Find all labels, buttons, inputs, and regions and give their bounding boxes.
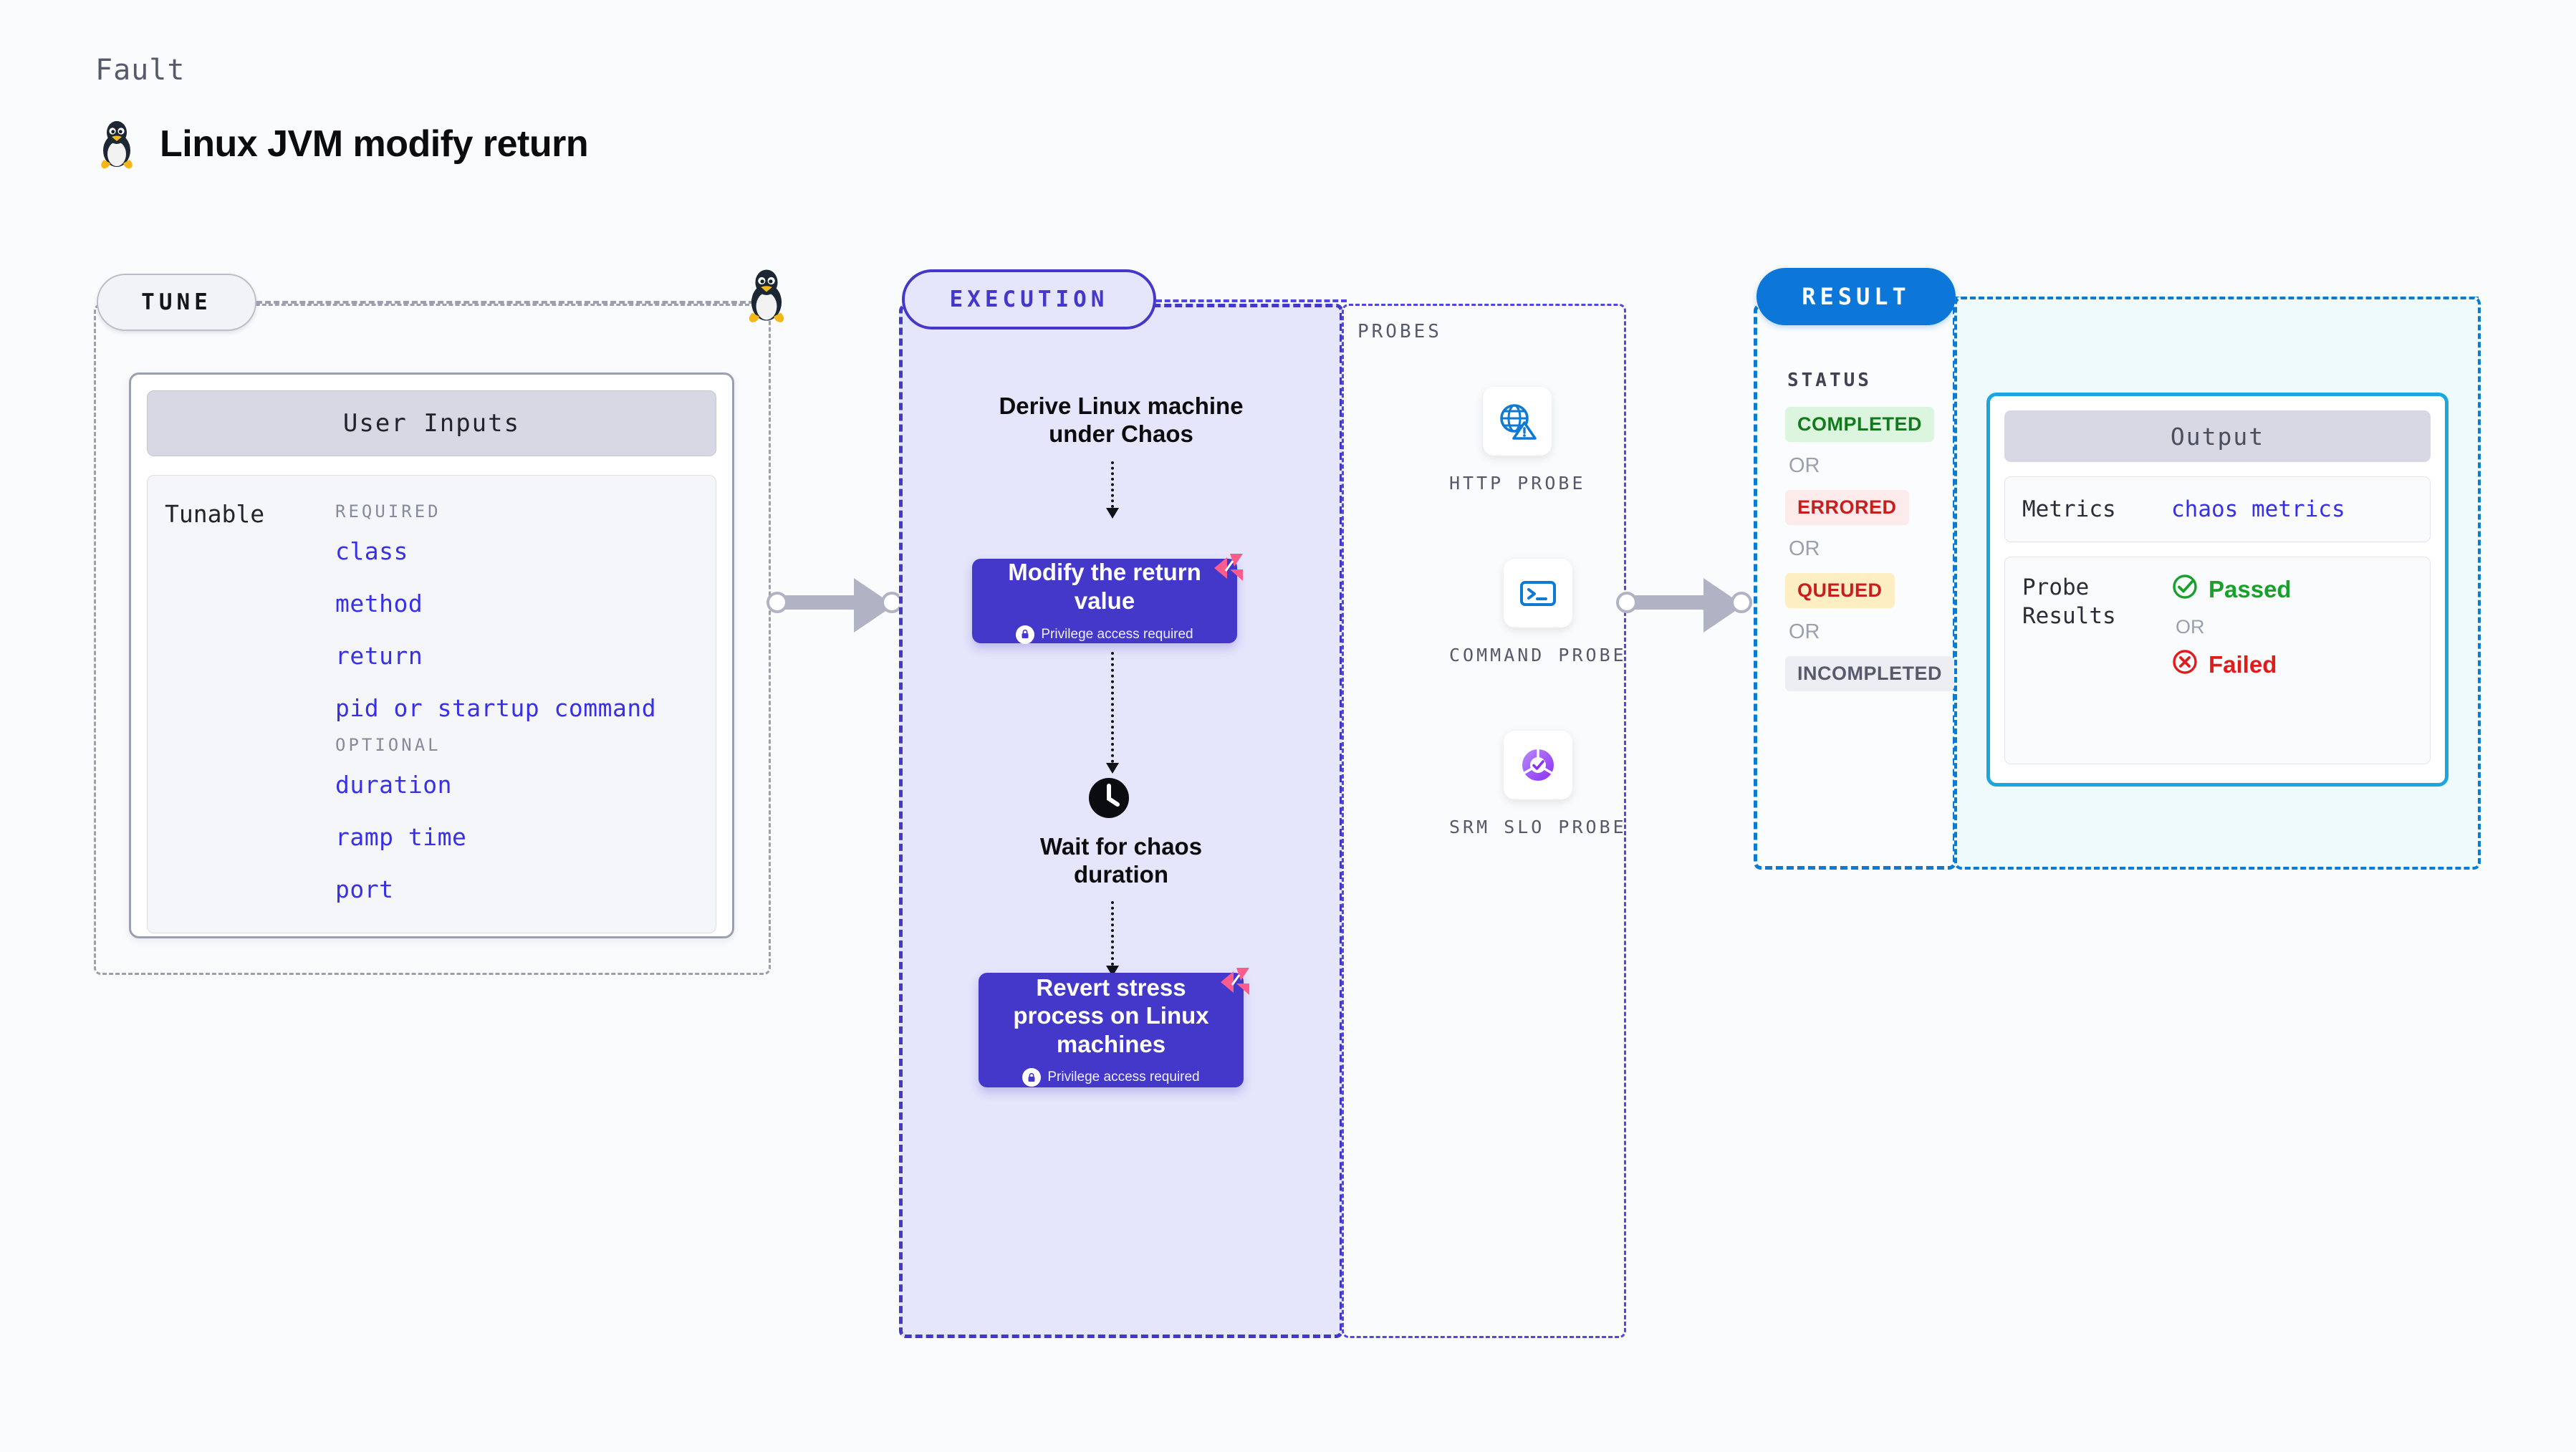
connector-tune-to-execution (766, 573, 903, 638)
terminal-icon (1503, 559, 1572, 628)
status-or-label: OR (1789, 537, 1820, 560)
output-metrics-value[interactable]: chaos metrics (2171, 496, 2345, 522)
user-inputs-header: User Inputs (147, 390, 716, 456)
tunable-row-label: Tunable (165, 500, 265, 528)
output-probe-results-row: Probe Results Passed OR (2004, 557, 2431, 764)
status-list: COMPLETED OR ERRORED OR QUEUED OR INCOMP… (1785, 407, 1955, 691)
probe-label: COMMAND PROBE (1449, 645, 1627, 665)
execution-card-revert-stress[interactable]: Revert stress process on Linux machines … (979, 968, 1249, 1087)
probe-result-passed: Passed (2171, 573, 2292, 606)
execution-step-derive-label: Derive Linux machine under Chaos (999, 393, 1244, 447)
execution-pill-connector (1156, 299, 1347, 302)
privilege-badge: Privilege access required (1022, 1068, 1200, 1087)
tunable-item[interactable]: return (335, 642, 423, 670)
tunable-item[interactable]: ramp time (335, 823, 467, 851)
privilege-badge-label: Privilege access required (1047, 1069, 1200, 1085)
execution-panel (899, 304, 1343, 1338)
status-badge: INCOMPLETED (1785, 656, 1955, 691)
privilege-badge-label: Privilege access required (1041, 626, 1193, 642)
globe-warning-icon (1483, 387, 1552, 456)
probe-result-passed-label: Passed (2209, 576, 2292, 602)
linux-tux-icon (95, 118, 138, 170)
tunable-item[interactable]: method (335, 590, 423, 617)
tunable-group-optional-title: OPTIONAL (335, 735, 441, 755)
tunable-item[interactable]: duration (335, 771, 452, 799)
litmus-logo-icon (1208, 547, 1247, 588)
page-title: Linux JVM modify return (160, 123, 589, 165)
tunable-group-required-title: REQUIRED (335, 501, 441, 521)
output-metrics-key: Metrics (2022, 496, 2116, 522)
lock-icon (1022, 1068, 1042, 1087)
execution-card-title: Modify the return value (1008, 559, 1201, 614)
tunable-item[interactable]: class (335, 537, 408, 565)
connector-endpoint-dot (1616, 592, 1638, 613)
litmus-logo-icon (1215, 961, 1254, 1002)
flow-arrow (1106, 652, 1119, 774)
output-probe-results-key: Probe Results (2022, 574, 2116, 630)
fault-eyebrow-label: Fault (95, 54, 186, 87)
result-pill-label: RESULT (1802, 283, 1911, 310)
connector-endpoint-dot (1731, 592, 1752, 613)
probe-srm-slo[interactable]: SRM SLO PROBE (1449, 731, 1627, 840)
output-card: Output Metrics chaos metrics Probe Resul… (1986, 393, 2448, 787)
tune-pill-label: TUNE (141, 289, 212, 315)
fault-title-row: Linux JVM modify return (95, 118, 589, 170)
probe-label: HTTP PROBE (1449, 473, 1586, 494)
user-inputs-card: User Inputs Tunable REQUIRED class metho… (129, 372, 734, 938)
probe-command[interactable]: COMMAND PROBE (1449, 559, 1627, 668)
tunable-item[interactable]: pid or startup command (335, 694, 657, 722)
x-circle-icon (2171, 648, 2198, 681)
flow-arrow (1106, 901, 1119, 976)
execution-step-wait-label: Wait for chaos duration (1039, 833, 1203, 888)
execution-card-modify-return[interactable]: Modify the return value Privilege access… (972, 554, 1243, 644)
connector-endpoint-dot (766, 592, 788, 613)
lock-icon (1016, 625, 1035, 644)
tunable-item[interactable]: port (335, 875, 394, 903)
tunable-list: REQUIRED class method return pid or star… (335, 491, 656, 903)
status-badge: ERRORED (1785, 490, 1909, 525)
flow-arrow (1106, 461, 1119, 519)
execution-card-title: Revert stress process on Linux machines (1013, 973, 1209, 1057)
linux-tux-icon (742, 266, 791, 327)
status-title: STATUS (1787, 370, 1872, 391)
connector-execution-to-result (1616, 573, 1752, 638)
execution-pill-label: EXECUTION (949, 287, 1109, 312)
probe-result-failed-label: Failed (2209, 651, 2277, 678)
check-circle-icon (2171, 573, 2198, 606)
tune-pill[interactable]: TUNE (97, 274, 256, 331)
probes-panel (1342, 304, 1626, 1338)
slo-donut-check-icon (1503, 731, 1572, 799)
user-inputs-body: Tunable REQUIRED class method return pid… (147, 475, 716, 933)
tune-pill-connector (256, 301, 754, 304)
probe-label: SRM SLO PROBE (1449, 817, 1627, 837)
probe-result-failed: Failed (2171, 648, 2292, 681)
status-or-label: OR (1789, 454, 1820, 477)
probe-http[interactable]: HTTP PROBE (1449, 387, 1586, 496)
clock-icon (1087, 776, 1131, 823)
output-card-header: Output (2004, 410, 2431, 462)
probe-result-values: Passed OR Failed (2171, 573, 2292, 681)
privilege-badge: Privilege access required (1016, 625, 1193, 644)
probes-title: PROBES (1357, 321, 1442, 342)
status-badge: QUEUED (1785, 573, 1895, 608)
probe-result-or-label: OR (2176, 616, 2205, 638)
status-badge: COMPLETED (1785, 407, 1935, 442)
status-or-label: OR (1789, 620, 1820, 643)
output-metrics-row: Metrics chaos metrics (2004, 476, 2431, 542)
tune-panel (94, 304, 771, 975)
result-pill[interactable]: RESULT (1756, 268, 1956, 325)
execution-pill[interactable]: EXECUTION (902, 269, 1156, 330)
